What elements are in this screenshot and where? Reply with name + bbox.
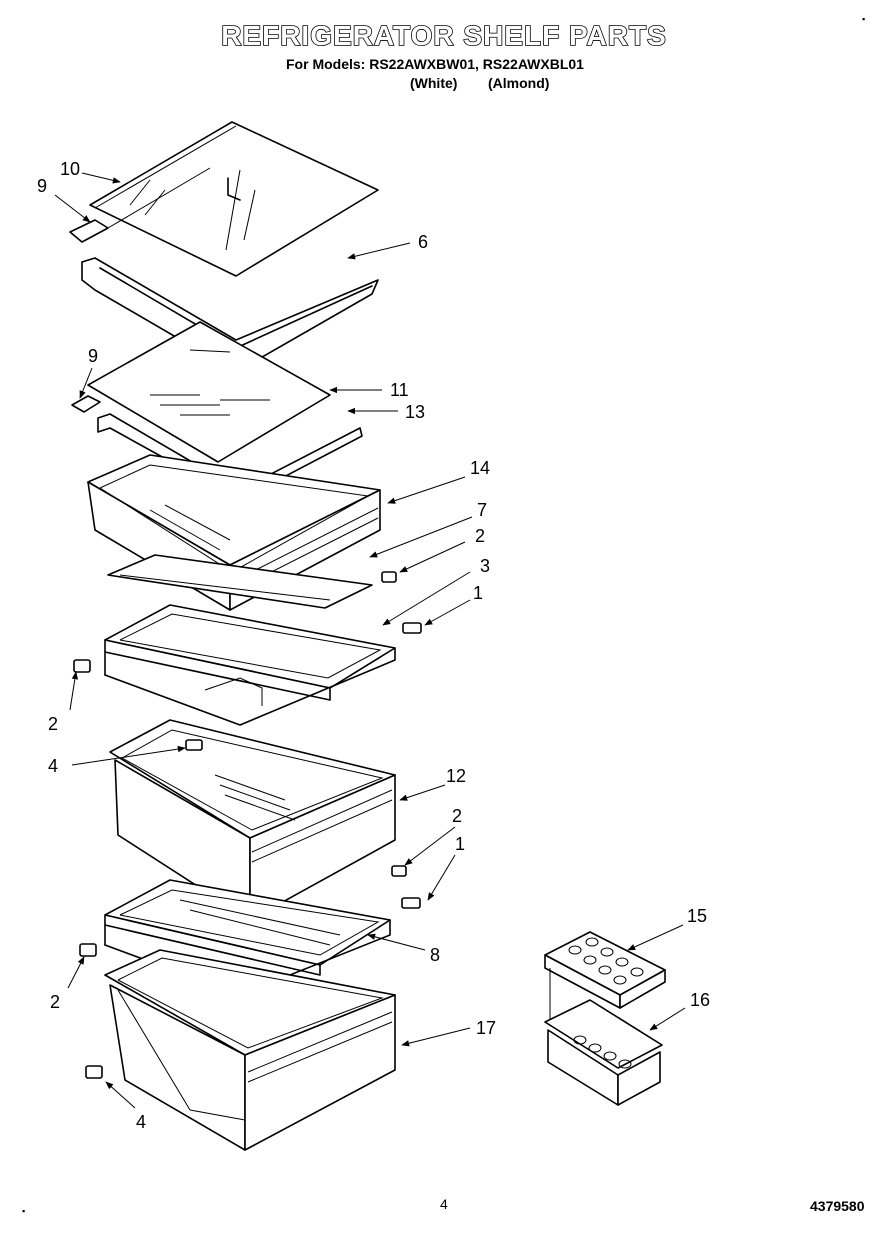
callout-9-top: 9 xyxy=(37,176,47,196)
pan-part-12 xyxy=(109,677,396,921)
corner-mark-top-right: ▪ xyxy=(862,14,866,24)
callout-3: 3 xyxy=(480,556,490,576)
callout-4-upper: 4 xyxy=(48,756,58,776)
callout-leaders xyxy=(54,172,686,1109)
callout-2-left-lower: 2 xyxy=(50,992,60,1012)
callout-15: 15 xyxy=(687,906,707,926)
cover-glass-part-11 xyxy=(87,321,331,463)
callout-10: 10 xyxy=(60,159,80,179)
callout-2-left-upper: 2 xyxy=(48,714,58,734)
shelf-trim-part-9-top xyxy=(69,167,211,243)
document-number: 4379580 xyxy=(810,1198,865,1214)
color-label-white: (White) xyxy=(410,75,458,91)
callout-2-right-lower: 2 xyxy=(452,806,462,826)
models-line: For Models: RS22AWXBW01, RS22AWXBL01 xyxy=(286,56,584,72)
pan-part-17 xyxy=(104,949,396,1151)
callout-8: 8 xyxy=(430,945,440,965)
egg-tray-part-15 xyxy=(544,931,666,1020)
callout-9-middle: 9 xyxy=(88,346,98,366)
callout-13: 13 xyxy=(405,402,425,422)
shelf-part-8 xyxy=(104,879,391,996)
page-number: 4 xyxy=(440,1196,448,1212)
diagram-title: REFRIGERATOR SHELF PARTS xyxy=(220,19,667,52)
corner-mark-bottom-left: ▪ xyxy=(22,1206,26,1216)
glass-shelf-part-10 xyxy=(89,121,379,277)
cover-frame-part-3 xyxy=(104,604,396,726)
callout-1-upper: 1 xyxy=(473,583,483,603)
callout-6: 6 xyxy=(418,232,428,252)
shelf-trim-part-9-middle xyxy=(71,395,101,413)
callout-2-upper: 2 xyxy=(475,526,485,546)
shelf-part-7 xyxy=(107,554,373,609)
callout-17: 17 xyxy=(476,1018,496,1038)
color-label-almond: (Almond) xyxy=(488,75,550,91)
egg-bin-part-16 xyxy=(544,999,663,1106)
callout-4-lower: 4 xyxy=(136,1112,146,1132)
callout-1-lower: 1 xyxy=(455,834,465,854)
callout-14: 14 xyxy=(470,458,490,478)
callout-11: 11 xyxy=(390,380,409,400)
callout-7: 7 xyxy=(477,500,487,520)
hardware-pieces xyxy=(73,571,422,1079)
callout-16: 16 xyxy=(690,990,710,1010)
callout-12: 12 xyxy=(446,766,466,786)
